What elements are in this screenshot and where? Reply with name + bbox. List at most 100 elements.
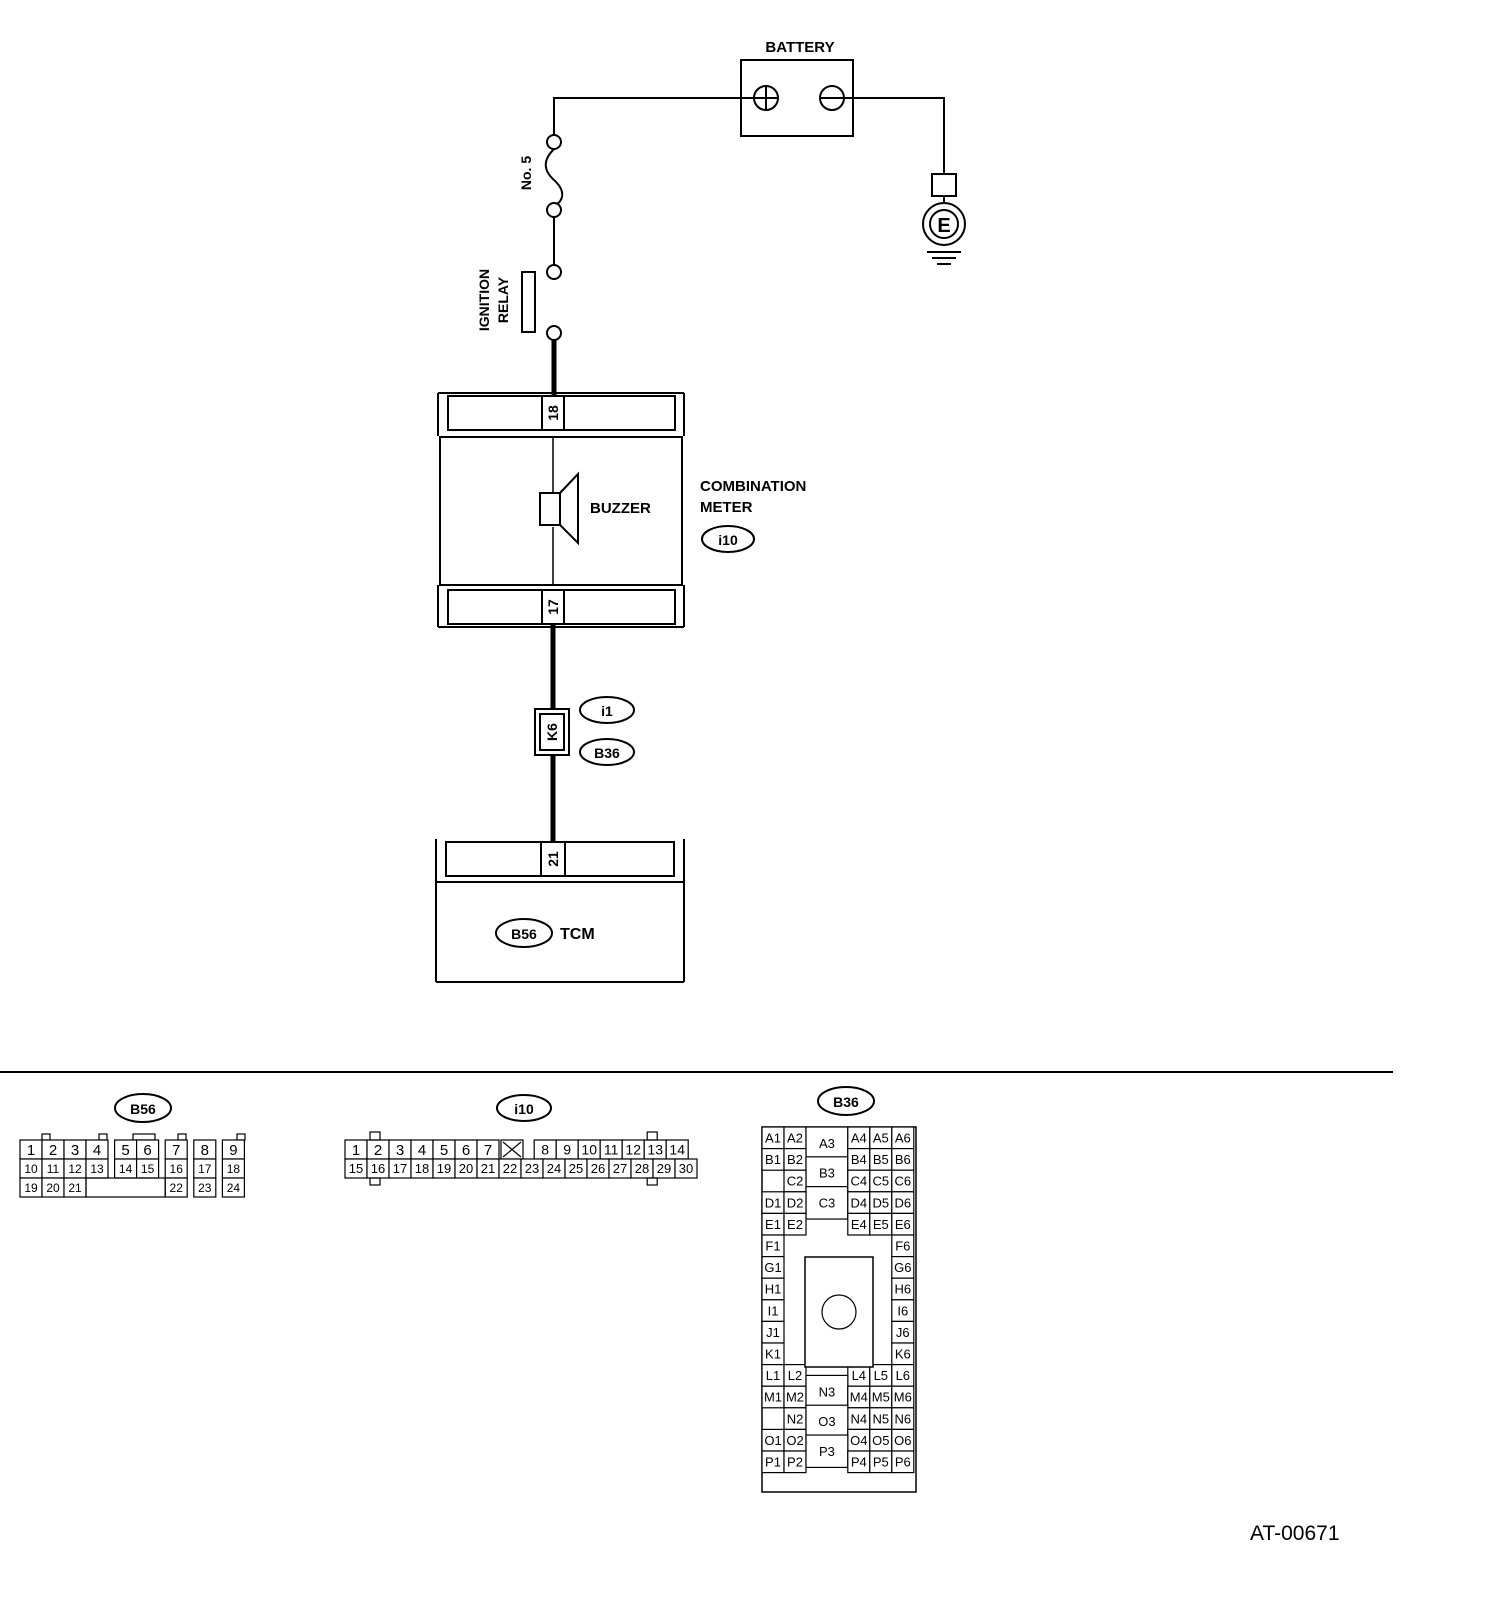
- svg-text:M2: M2: [786, 1390, 804, 1405]
- b36-cell: M4: [847, 1385, 871, 1409]
- svg-text:20: 20: [46, 1181, 60, 1195]
- svg-text:A5: A5: [873, 1130, 889, 1145]
- b36-cell: L6: [891, 1363, 915, 1387]
- b36-cell: D1: [761, 1191, 785, 1215]
- battery-negative-terminal: [819, 85, 845, 111]
- svg-text:i10: i10: [718, 532, 738, 548]
- b36-cell: O5: [869, 1428, 893, 1452]
- svg-text:6: 6: [143, 1142, 151, 1159]
- b56-pin: 8: [193, 1139, 217, 1160]
- b56-pin: 16: [164, 1158, 188, 1179]
- b36-cell: B4: [847, 1147, 871, 1171]
- svg-text:P4: P4: [851, 1454, 867, 1469]
- b36-cell: O4: [847, 1428, 871, 1452]
- b56-pin: 12: [63, 1158, 87, 1179]
- b56-pin: 11: [41, 1158, 65, 1179]
- svg-text:A4: A4: [851, 1130, 867, 1145]
- svg-text:B4: B4: [851, 1152, 867, 1167]
- svg-text:15: 15: [141, 1162, 155, 1176]
- b56-pin: 14: [113, 1158, 138, 1179]
- svg-text:N3: N3: [819, 1384, 836, 1399]
- svg-text:25: 25: [569, 1161, 583, 1176]
- svg-text:C2: C2: [787, 1174, 804, 1189]
- b36-cell: G1: [761, 1255, 785, 1279]
- svg-text:L5: L5: [874, 1368, 888, 1383]
- svg-text:B5: B5: [873, 1152, 889, 1167]
- b36-cell: N5: [869, 1407, 893, 1431]
- svg-text:K6: K6: [544, 723, 560, 741]
- tcm-label: TCM: [560, 926, 595, 943]
- connector-badge-b56: B56: [495, 918, 553, 948]
- b36-cell: A4: [847, 1126, 871, 1150]
- svg-text:P1: P1: [765, 1454, 781, 1469]
- svg-text:7: 7: [484, 1142, 492, 1159]
- svg-text:N4: N4: [850, 1411, 867, 1426]
- b36-cell: G6: [891, 1255, 915, 1279]
- ground-symbol: E: [922, 173, 966, 265]
- i10-pin: 19: [432, 1158, 456, 1179]
- battery-positive-terminal: [753, 85, 779, 111]
- b36-cell: B1: [761, 1147, 785, 1171]
- battery-label: BATTERY: [765, 39, 834, 56]
- ignition-relay-label-line2: RELAY: [495, 276, 511, 323]
- svg-text:H6: H6: [894, 1282, 911, 1297]
- b36-cell: K6: [891, 1342, 915, 1366]
- ignition-relay-label-line1: IGNITION: [476, 269, 492, 331]
- b36-cell: O1: [761, 1428, 785, 1452]
- svg-text:5: 5: [440, 1142, 448, 1159]
- svg-text:21: 21: [68, 1181, 82, 1195]
- svg-text:D5: D5: [872, 1195, 889, 1210]
- b36-cell: P4: [847, 1450, 871, 1474]
- svg-text:M6: M6: [894, 1390, 912, 1405]
- b36-cell: A2: [783, 1126, 807, 1150]
- svg-text:13: 13: [647, 1142, 663, 1158]
- b36-cell: P1: [761, 1450, 785, 1474]
- svg-text:A6: A6: [895, 1130, 911, 1145]
- svg-text:O6: O6: [894, 1433, 911, 1448]
- b36-cell: H1: [761, 1277, 785, 1301]
- svg-text:N2: N2: [787, 1411, 804, 1426]
- svg-text:i10: i10: [514, 1101, 534, 1117]
- svg-text:3: 3: [71, 1142, 79, 1159]
- connector-badge-b36: B36: [579, 738, 635, 766]
- svg-text:2: 2: [374, 1142, 382, 1159]
- i10-pin: 15: [344, 1158, 368, 1179]
- svg-text:16: 16: [371, 1161, 385, 1176]
- b36-cell: O6: [891, 1428, 915, 1452]
- svg-text:19: 19: [437, 1161, 451, 1176]
- b56-pin: 1: [19, 1139, 43, 1160]
- i10-pin: 27: [608, 1158, 632, 1179]
- svg-text:B56: B56: [511, 926, 537, 942]
- b36-cell: M2: [783, 1385, 807, 1409]
- b56-pin: 24: [221, 1177, 245, 1198]
- b56-pin: 9: [221, 1139, 245, 1160]
- b36-cell: B6: [891, 1147, 915, 1171]
- svg-text:O4: O4: [850, 1433, 867, 1448]
- pinout-i10-badge: i10: [496, 1094, 552, 1122]
- svg-text:O1: O1: [764, 1433, 781, 1448]
- svg-text:27: 27: [613, 1161, 627, 1176]
- b36-cell: P5: [869, 1450, 893, 1474]
- i10-pin: 7: [476, 1139, 500, 1160]
- b36-cell: H6: [891, 1277, 915, 1301]
- b36-cell: P6: [891, 1450, 915, 1474]
- b36-cell: L4: [847, 1363, 871, 1387]
- i10-pin: 6: [454, 1139, 478, 1160]
- i10-pin: 20: [454, 1158, 478, 1179]
- b36-cell: C5: [869, 1169, 893, 1193]
- b36-cell: A3: [805, 1126, 849, 1161]
- svg-text:O2: O2: [786, 1433, 803, 1448]
- svg-text:N6: N6: [894, 1411, 911, 1426]
- b36-cell: F1: [761, 1234, 785, 1258]
- buzzer-label: BUZZER: [590, 500, 651, 517]
- i10-pin: 5: [432, 1139, 456, 1160]
- b36-cell: A5: [869, 1126, 893, 1150]
- b36-cell: E1: [761, 1212, 785, 1236]
- pinout-b36-badge: B36: [817, 1086, 875, 1116]
- b36-cell: E6: [891, 1212, 915, 1236]
- b36-cell: C3: [805, 1186, 849, 1220]
- svg-text:E4: E4: [851, 1217, 867, 1232]
